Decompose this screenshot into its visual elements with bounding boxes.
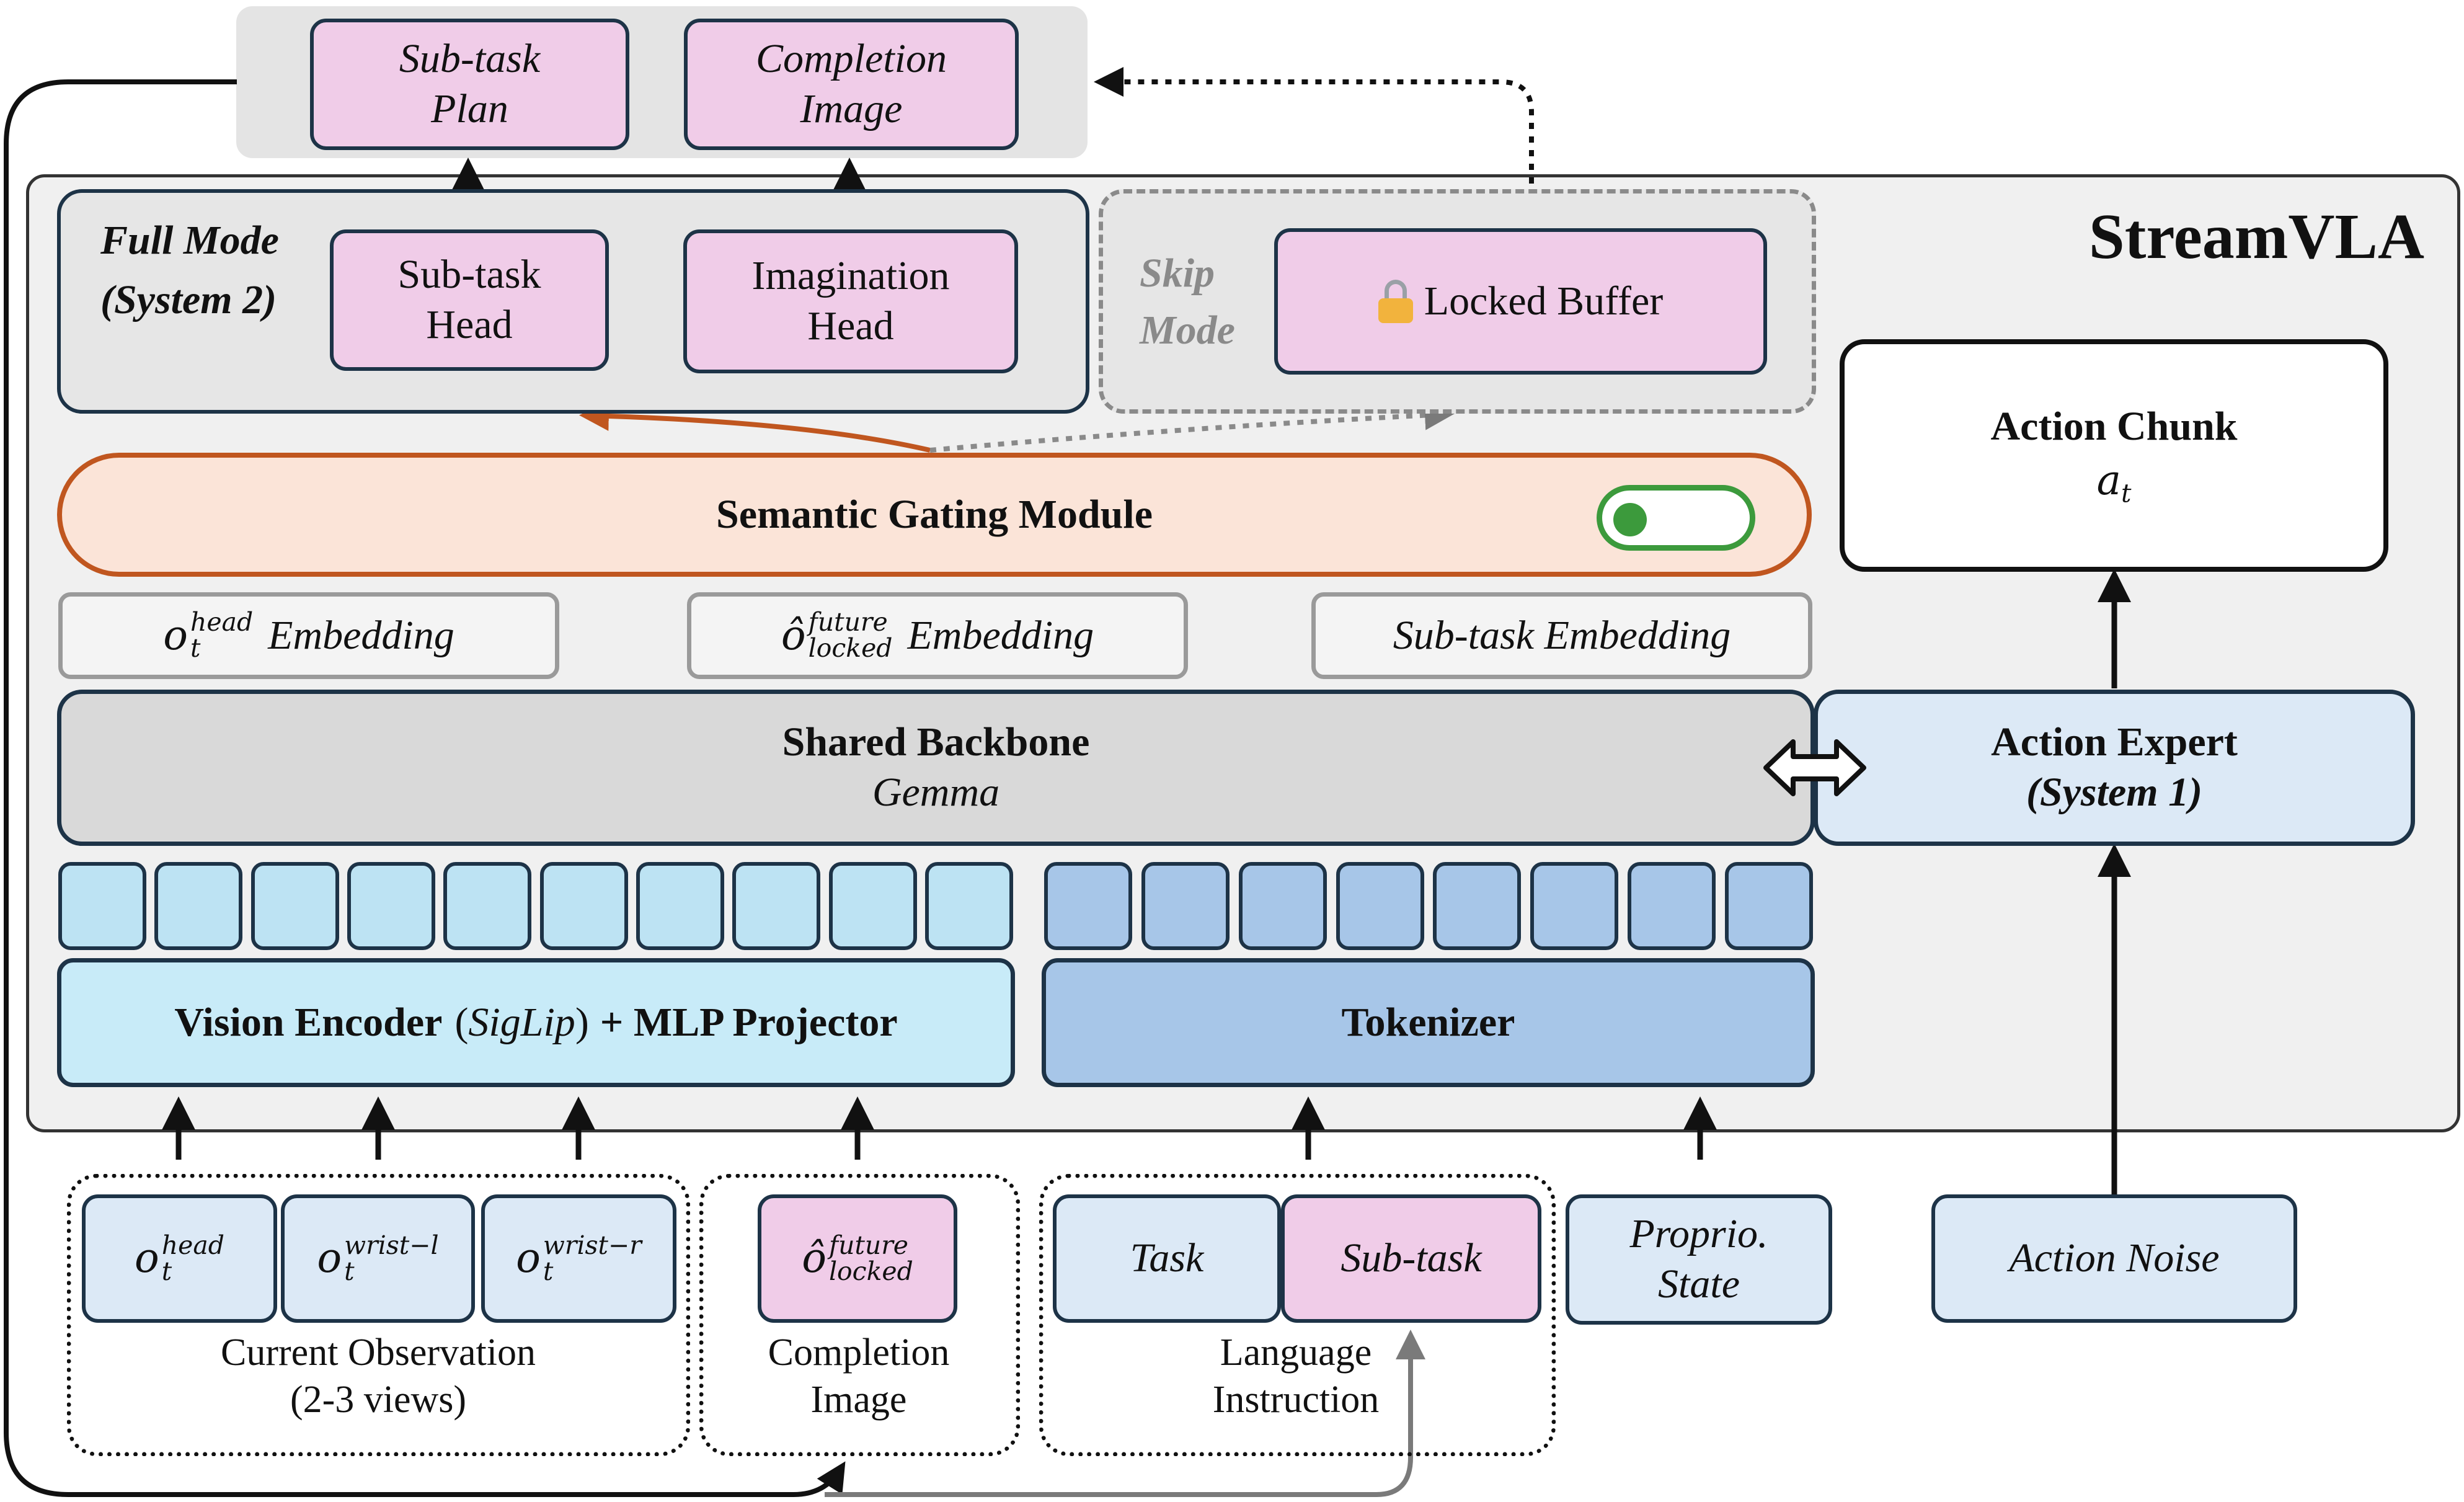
semantic-gating-module: Semantic Gating Module bbox=[57, 453, 1812, 577]
language-token bbox=[1141, 862, 1230, 950]
action-chunk-box: Action Chunk at bbox=[1840, 339, 2388, 572]
action-noise-box: Action Noise bbox=[1931, 1194, 2297, 1323]
streamvla-title: StreamVLA bbox=[2088, 201, 2424, 272]
current-observation-caption: Current Observation (2-3 views) bbox=[74, 1321, 682, 1433]
action-expert-subtitle: (System 1) bbox=[2026, 770, 2203, 815]
language-instruction-caption: Language Instruction bbox=[1116, 1321, 1476, 1433]
vision-token bbox=[539, 862, 628, 950]
imagination-head-label: Imagination Head bbox=[751, 253, 950, 349]
subtask-head-label: Sub-task Head bbox=[397, 252, 541, 347]
gating-full-arrow bbox=[579, 401, 931, 453]
shared-backbone: Shared Backbone Gemma bbox=[57, 690, 1815, 846]
bidirectional-arrow bbox=[1763, 739, 1866, 796]
subtask-input-box: Sub-task bbox=[1281, 1194, 1541, 1323]
task-label: Task bbox=[1130, 1235, 1204, 1281]
vision-token bbox=[154, 862, 243, 950]
language-token bbox=[1724, 862, 1813, 950]
action-chunk-symbol: at bbox=[2096, 456, 2132, 508]
locked-buffer-box: Locked Buffer bbox=[1274, 228, 1767, 375]
action-noise-label: Action Noise bbox=[2009, 1235, 2220, 1281]
subtask-feedback-arrow bbox=[825, 1330, 1425, 1497]
vision-encoder: Vision Encoder ( SigLip ) + MLP Projecto… bbox=[57, 958, 1015, 1087]
language-instruction-group bbox=[1039, 1174, 1556, 1456]
vision-encoder-siglip: SigLip bbox=[468, 999, 575, 1045]
toggle-knob bbox=[1613, 503, 1647, 536]
vision-token bbox=[58, 862, 146, 950]
imagination-head-box: Imagination Head bbox=[683, 229, 1018, 373]
completion-label-2: Image bbox=[810, 1379, 907, 1421]
language-label-1: Language bbox=[1220, 1331, 1372, 1374]
head-embedding-label: Embedding bbox=[268, 612, 454, 658]
lock-icon bbox=[1378, 280, 1413, 323]
vision-encoder-part1: Vision Encoder bbox=[174, 999, 443, 1045]
gating-toggle[interactable] bbox=[1597, 485, 1755, 551]
vision-token bbox=[732, 862, 821, 950]
language-token bbox=[1628, 862, 1716, 950]
vision-token bbox=[636, 862, 724, 950]
language-token bbox=[1433, 862, 1522, 950]
tokenizer-label: Tokenizer bbox=[1341, 999, 1515, 1045]
action-chunk-title: Action Chunk bbox=[1990, 404, 2238, 450]
subtask-head-box: Sub-task Head bbox=[330, 229, 609, 371]
subtask-embedding-label: Sub-task Embedding bbox=[1393, 612, 1731, 658]
locked-buffer-label: Locked Buffer bbox=[1424, 278, 1664, 324]
semantic-gating-label: Semantic Gating Module bbox=[716, 491, 1153, 537]
feedback-loop-arrow bbox=[4, 79, 846, 1497]
completion-label-1: Completion bbox=[768, 1331, 950, 1374]
skip-mode-label: Skip Mode bbox=[1140, 251, 1235, 353]
current-observation-group bbox=[67, 1174, 690, 1456]
task-box: Task bbox=[1053, 1194, 1281, 1323]
backbone-subtitle: Gemma bbox=[872, 770, 1000, 815]
current-observation-label: Current Observation bbox=[221, 1331, 536, 1374]
language-token bbox=[1238, 862, 1327, 950]
subtask-embedding-box: Sub-task Embedding bbox=[1311, 592, 1812, 679]
completion-image-box: Completion Image bbox=[684, 19, 1019, 150]
tokenizer: Tokenizer bbox=[1042, 958, 1815, 1087]
subtask-plan-box: Sub-task Plan bbox=[310, 19, 629, 150]
proprio-label-2: State bbox=[1658, 1261, 1740, 1307]
proprio-label-1: Proprio. bbox=[1629, 1211, 1768, 1257]
future-embedding-label: Embedding bbox=[907, 612, 1094, 658]
vision-token bbox=[828, 862, 917, 950]
language-token bbox=[1336, 862, 1424, 950]
language-token bbox=[1044, 862, 1132, 950]
action-expert: Action Expert (System 1) bbox=[1814, 690, 2415, 846]
full-mode-label: Full Mode (System 2) bbox=[100, 218, 279, 322]
subtask-plan-label: Sub-task Plan bbox=[399, 36, 541, 131]
backbone-title: Shared Backbone bbox=[782, 719, 1090, 765]
completion-image-label: Completion Image bbox=[756, 36, 947, 131]
vision-token bbox=[347, 862, 435, 950]
locked-buffer-arrow bbox=[1094, 67, 1534, 224]
vision-encoder-paren-close: ) bbox=[575, 999, 589, 1045]
language-tokens bbox=[1044, 862, 1813, 950]
proprio-state-box: Proprio. State bbox=[1566, 1194, 1832, 1325]
completion-image-caption: Completion Image bbox=[704, 1321, 1014, 1433]
vision-tokens bbox=[58, 862, 1013, 950]
completion-image-group bbox=[699, 1174, 1020, 1456]
gating-skip-arrow bbox=[929, 400, 1455, 453]
vision-token bbox=[924, 862, 1013, 950]
action-expert-title: Action Expert bbox=[1991, 719, 2238, 765]
subtask-input-label: Sub-task bbox=[1341, 1235, 1482, 1281]
vision-encoder-paren-open: ( bbox=[454, 999, 469, 1045]
vision-token bbox=[443, 862, 532, 950]
views-label: (2-3 views) bbox=[290, 1379, 467, 1421]
language-token bbox=[1530, 862, 1619, 950]
vision-encoder-part5: + MLP Projector bbox=[600, 999, 898, 1045]
vision-token bbox=[250, 862, 339, 950]
language-label-2: Instruction bbox=[1212, 1379, 1380, 1421]
